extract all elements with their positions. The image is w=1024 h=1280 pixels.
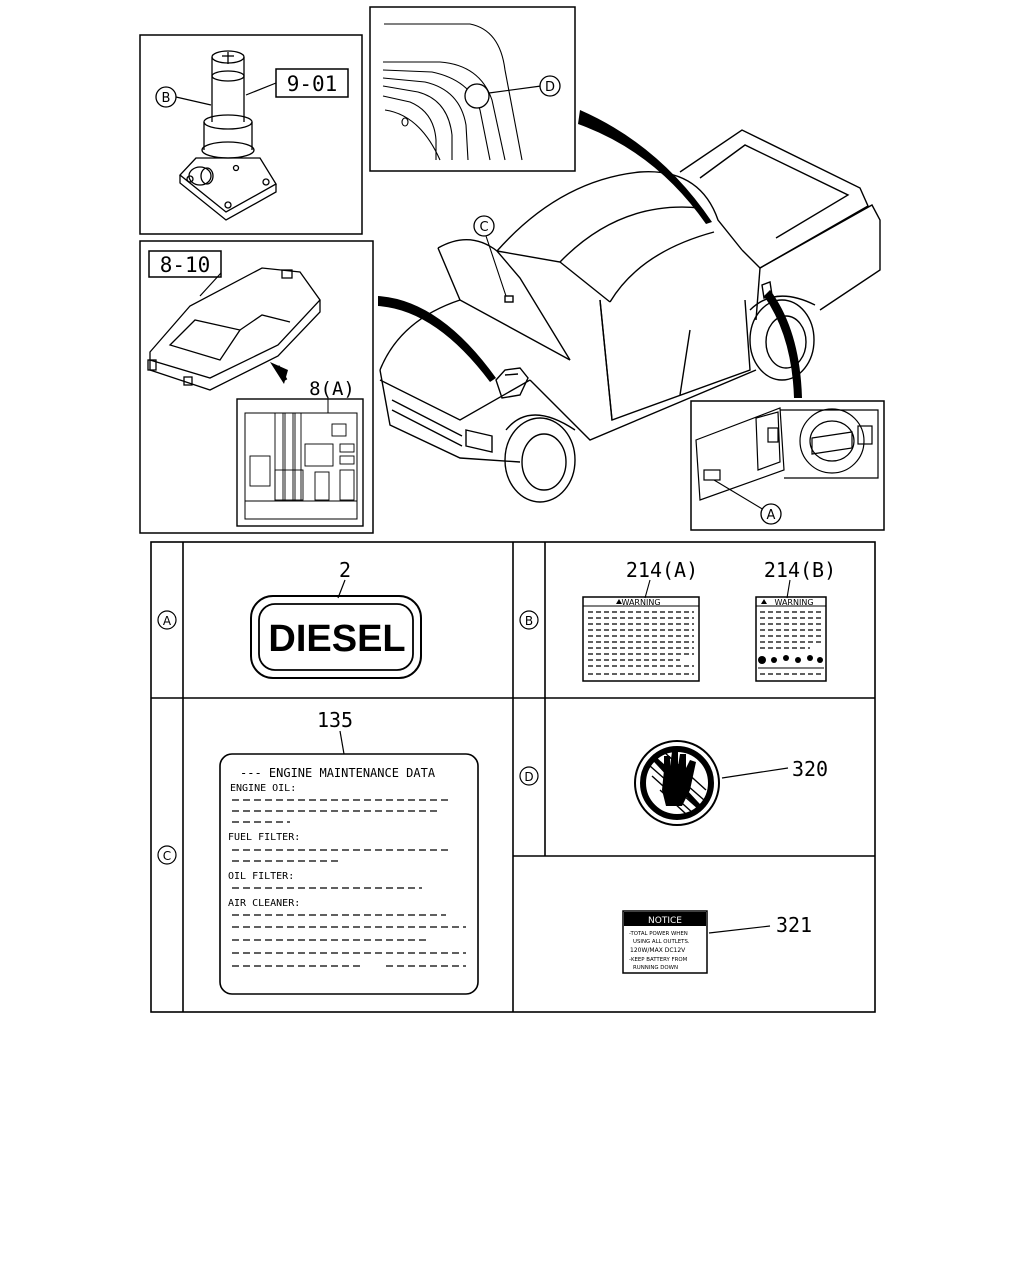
notice-label xyxy=(622,910,708,974)
part-number-214a: 214(A) xyxy=(626,558,698,582)
row-letter-a: A xyxy=(163,614,172,628)
maintenance-title: --- ENGINE MAINTENANCE DATA xyxy=(240,766,436,780)
callout-c-circle xyxy=(473,215,495,237)
fuse-label-sheet xyxy=(236,397,364,527)
callout-a-circle xyxy=(760,503,782,525)
notice-line-1: -TOTAL POWER WHEN xyxy=(629,931,688,937)
callout-d-letter: D xyxy=(545,80,555,95)
cell-b: B 214(A) 214(B) WARNING WARNING xyxy=(519,558,836,682)
cell-c: C 135 --- ENGINE MAINTENANCE DATA ENGINE… xyxy=(157,708,479,995)
warning-text-b: WARNING xyxy=(774,598,813,607)
jack-drawing xyxy=(179,50,277,221)
notice-line-3: 120W/MAX DC12V xyxy=(630,947,686,954)
fuse-box-ref-label: 8-10 xyxy=(160,253,211,277)
maintenance-line-air-cleaner: AIR CLEANER: xyxy=(228,898,300,909)
warning-label-214a: WARNING xyxy=(582,596,700,682)
maintenance-line-fuel-filter: FUEL FILTER: xyxy=(228,832,300,843)
diesel-label-text: DIESEL xyxy=(268,618,405,660)
leader-swooshes xyxy=(378,110,802,398)
row-letter-c: C xyxy=(163,849,171,863)
callout-a-letter: A xyxy=(767,508,776,523)
notice-line-4: -KEEP BATTERY FROM xyxy=(629,957,688,963)
jack-ref-box xyxy=(275,68,349,98)
row-letter-b: B xyxy=(525,614,533,628)
fuse-box-ref-box xyxy=(148,250,222,278)
fuse-box-drawing xyxy=(147,267,321,391)
callout-c-letter: C xyxy=(479,220,488,235)
wheel-well-inset: D xyxy=(369,6,576,172)
notice-line-2: USING ALL OUTLETS. xyxy=(633,939,690,945)
maintenance-data-label xyxy=(219,753,479,995)
part-number-320: 320 xyxy=(792,757,828,781)
notice-title: NOTICE xyxy=(648,916,682,926)
no-hand-sticker-icon xyxy=(634,740,720,826)
cell-e: NOTICE -TOTAL POWER WHEN USING ALL OUTLE… xyxy=(622,910,812,974)
notice-line-5: RUNNING DOWN xyxy=(633,965,678,971)
cell-d: D 320 xyxy=(519,740,828,826)
part-number-2: 2 xyxy=(339,558,351,582)
fuel-door-inset: A xyxy=(690,400,885,531)
warning-label-214b: WARNING xyxy=(755,596,827,682)
cell-a: A 2 DIESEL xyxy=(157,558,422,679)
fuse-label-ref: 8(A) xyxy=(309,378,355,400)
maintenance-line-oil-filter: OIL FILTER: xyxy=(228,871,294,882)
row-letter-d: D xyxy=(524,770,533,784)
part-number-135: 135 xyxy=(317,708,353,732)
pickup-truck-drawing xyxy=(379,129,881,503)
callout-b-letter: B xyxy=(162,91,171,106)
label-table xyxy=(150,541,876,1013)
fuse-box-inset: 8-10 xyxy=(139,240,374,534)
callout-d-circle xyxy=(539,75,561,97)
jack-inset: 9-01 B xyxy=(139,34,363,235)
maintenance-line-engine-oil: ENGINE OIL: xyxy=(230,783,296,794)
diesel-label xyxy=(250,595,422,679)
part-number-214b: 214(B) xyxy=(764,558,836,582)
jack-ref-label: 9-01 xyxy=(287,72,338,96)
warning-text-a: WARNING xyxy=(621,598,660,607)
part-number-321: 321 xyxy=(776,913,812,937)
